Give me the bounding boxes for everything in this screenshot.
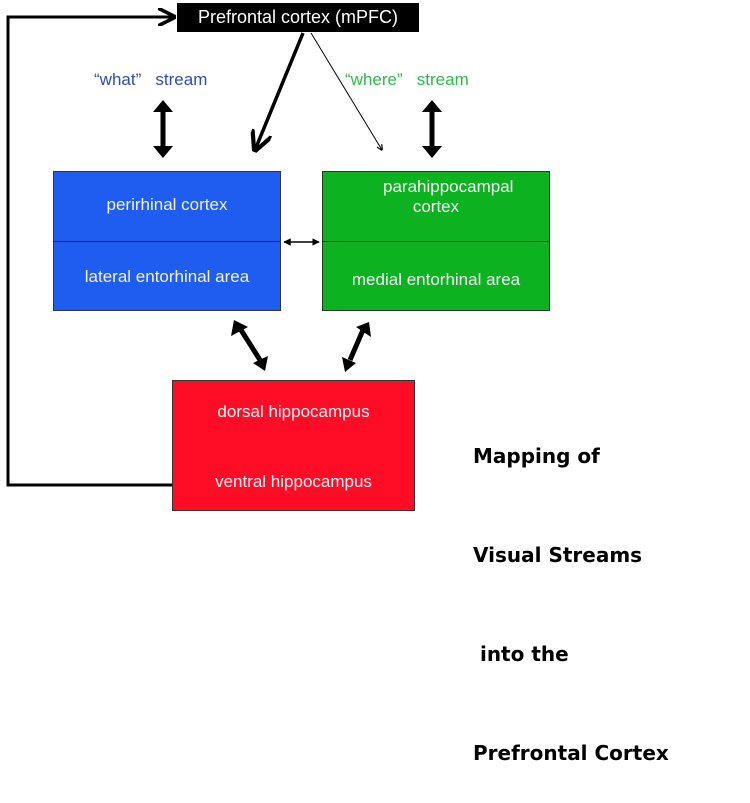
caption-line: Prefrontal Cortex [473, 741, 669, 765]
pfc-to-what-arrow [255, 32, 305, 150]
what-stream-box: perirhinal cortex lateral entorhinal are… [53, 171, 281, 311]
prefrontal-cortex-label: Prefrontal cortex (mPFC) [197, 7, 399, 27]
hippocampus-box: dorsal hippocampus ventral hippocampus [172, 380, 415, 511]
feedback-loop-arrow [6, 17, 174, 487]
perirhinal-cortex-label: perirhinal cortex [106, 195, 228, 214]
what-box-divider [54, 241, 280, 242]
parahippocampal-cortex-label: parahippocampal cortex [383, 177, 514, 216]
what-hippocampus-double-arrow [231, 320, 268, 371]
what-stream-label: “what” stream [94, 70, 208, 89]
diagram-caption: Mapping of Visual Streams into the Prefr… [473, 374, 669, 803]
ventral-hippocampus-label: ventral hippocampus [215, 472, 372, 491]
lateral-entorhinal-label: lateral entorhinal area [84, 267, 250, 286]
dorsal-hippocampus-label: dorsal hippocampus [217, 402, 370, 421]
where-hippocampus-double-arrow [342, 322, 371, 372]
caption-line: Mapping of [473, 444, 600, 468]
caption-line: Visual Streams [473, 543, 643, 567]
prefrontal-cortex-node: Prefrontal cortex (mPFC) [177, 3, 419, 32]
where-stream-label: “where” stream [345, 70, 469, 89]
where-stream-double-arrow [422, 100, 442, 158]
where-stream-box: parahippocampal cortex medial entorhinal… [322, 171, 550, 311]
medial-entorhinal-label: medial entorhinal area [351, 270, 521, 289]
what-stream-double-arrow [153, 100, 173, 158]
where-box-divider [323, 241, 549, 242]
pfc-to-where-arrow [310, 32, 382, 150]
caption-line: into the [473, 642, 569, 666]
